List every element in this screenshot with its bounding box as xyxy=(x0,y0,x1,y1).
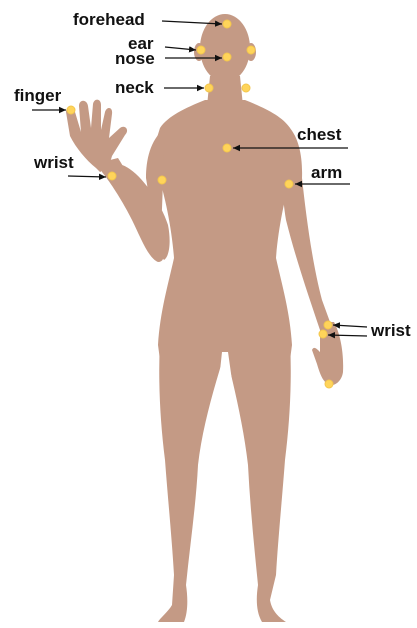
right-leg xyxy=(228,340,291,622)
dot-neck-right xyxy=(242,84,250,92)
torso xyxy=(150,100,300,360)
label-wrist-right: wrist xyxy=(370,321,411,340)
arrow-wrist-left xyxy=(68,176,106,177)
dot-finger xyxy=(67,106,75,114)
dot-wrist-left xyxy=(108,172,116,180)
left-leg xyxy=(158,340,222,622)
dot-ear-left xyxy=(197,46,205,54)
dot-nose xyxy=(223,53,231,61)
label-finger: finger xyxy=(14,86,62,105)
dot-wrist-right-2 xyxy=(319,330,327,338)
label-forehead: forehead xyxy=(73,10,145,29)
label-nose: nose xyxy=(115,49,155,68)
dot-arm xyxy=(285,180,293,188)
dot-chest xyxy=(223,144,231,152)
arrow-wrist-right-1 xyxy=(333,325,367,327)
dot-ear-right xyxy=(247,46,255,54)
arrow-ear xyxy=(165,47,196,50)
right-hand xyxy=(312,322,343,385)
label-neck: neck xyxy=(115,78,154,97)
dot-finger-right xyxy=(325,380,333,388)
dot-upper-arm-left xyxy=(158,176,166,184)
right-arm xyxy=(278,120,330,330)
label-wrist-left: wrist xyxy=(33,153,74,172)
label-chest: chest xyxy=(297,125,342,144)
dot-neck-left xyxy=(205,84,213,92)
dot-forehead xyxy=(223,20,231,28)
human-figure xyxy=(66,14,343,622)
label-arm: arm xyxy=(311,163,342,182)
dot-wrist-right-1 xyxy=(324,321,332,329)
